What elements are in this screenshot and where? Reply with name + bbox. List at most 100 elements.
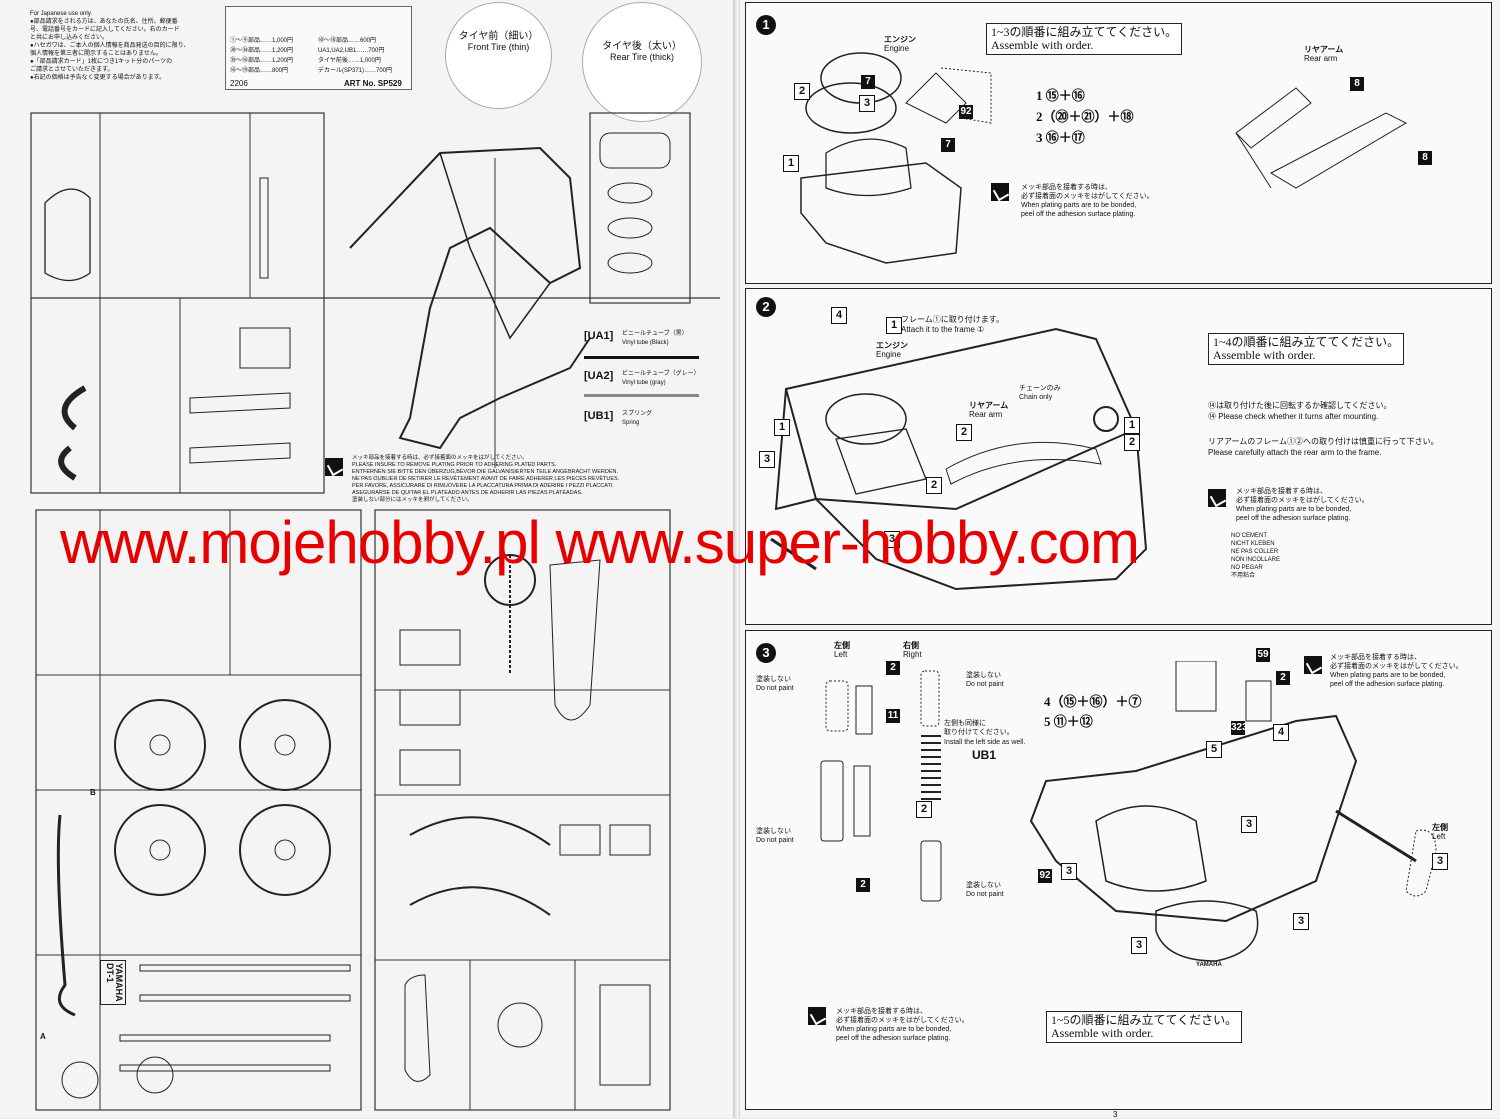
step2-chain-jp: チェーンのみ: [1019, 385, 1061, 392]
step3-no-paint-jp-3: 塗装しない: [756, 828, 791, 835]
step1-ref-8a: 8: [1350, 77, 1364, 91]
price-list-left-1: ①～⑨部品……1,000円: [230, 38, 294, 44]
step3-sub-2: 2: [916, 801, 932, 818]
step1-engine-jp: エンジン: [884, 35, 916, 44]
step1-sub-2: 2: [794, 83, 810, 100]
step3-panel: 3 左側 Left 右側 Right 塗装しない Do not paint 塗装…: [745, 630, 1492, 1110]
step1-formula-2: 2（⑳＋㉑）＋⑱: [1036, 109, 1134, 124]
step1-order-jp: 1~3の順番に組み立ててください。: [991, 25, 1178, 39]
step2-drawing: [770, 327, 1148, 591]
step1-ref-92: 92: [959, 105, 973, 119]
step2-sub-1b: 1: [774, 419, 790, 436]
step3-ref-2b: 2: [856, 878, 870, 892]
step1-plating-icon: [991, 183, 1009, 201]
tube-ua2-code: [UA2]: [584, 370, 614, 382]
step2-note1-jp: ⑭は取り付けた後に回転するか確認してください。: [1208, 401, 1392, 410]
step3-sub-3d: 3: [1131, 937, 1147, 954]
tube-ua1-jp: ビニールチューブ（黒）: [622, 331, 688, 337]
step2-plating-icon: [1208, 489, 1226, 507]
step3-formula-5: 5 ⑪＋⑫: [1044, 714, 1093, 729]
step1-sub-3: 3: [859, 95, 875, 112]
step3-order-box: 1~5の順番に組み立ててください。 Assemble with order.: [1046, 1011, 1243, 1043]
step3-sub-5: 5: [1206, 741, 1222, 758]
step2-note2-en: Please carefully attach the rear arm to …: [1208, 448, 1382, 457]
tank-decal-text: YAMAHA DT-1: [100, 960, 126, 1005]
step3-no-paint-jp-4: 塗装しない: [966, 882, 1001, 889]
step2-panel: 2 フレーム①に取り付けます。 Attach it to the frame ①…: [745, 288, 1492, 625]
step2-number: 2: [756, 297, 776, 317]
step1-ref-7a: 7: [861, 75, 875, 89]
step1-ref-8b: 8: [1418, 151, 1432, 165]
step2-sub-1a: 1: [886, 317, 902, 334]
step1-engine-en: Engine: [884, 44, 909, 53]
step1-sub-1: 1: [783, 155, 799, 172]
step2-note1-en: ⑭ Please check whether it turns after mo…: [1208, 412, 1379, 421]
step1-panel: 1 エンジン Engine 1~3の順番に組み立ててください。 Assemble…: [745, 2, 1492, 284]
tube-ua2-en: Vinyl tube (gray): [622, 380, 666, 386]
step3-sub-3b: 3: [1061, 863, 1077, 880]
step1-plating-note: メッキ部品を接着する時は、 必ず接着面のメッキをはがしてください。 When p…: [1021, 184, 1154, 218]
sprue-sheet-2: [35, 509, 671, 1111]
tube-ua1-code: [UA1]: [584, 330, 614, 342]
step2-sub-3a: 3: [759, 451, 775, 468]
step3-right-en: Right: [903, 650, 922, 659]
japanese-notice: For Japanese use only. ●部品請求をされる方は、あなたの氏…: [30, 11, 190, 81]
front-tire-jp: タイヤ前（細い）: [458, 31, 539, 42]
step3-sub-3c: 3: [1293, 913, 1309, 930]
step3-order-jp: 1~5の順番に組み立ててください。: [1051, 1013, 1238, 1027]
right-page: 1 エンジン Engine 1~3の順番に組み立ててください。 Assemble…: [740, 0, 1500, 1119]
tube-ub1-en: Spring: [622, 420, 640, 426]
front-tire-en: Front Tire (thin): [467, 42, 530, 52]
step1-drawing: [800, 52, 1408, 264]
step3-no-paint-jp-2: 塗装しない: [966, 672, 1001, 679]
rear-tire-en: Rear Tire (thick): [609, 52, 674, 62]
runner-label-b: B: [90, 788, 96, 797]
step1-number: 1: [756, 15, 776, 35]
step2-rear-arm-en: Rear arm: [969, 410, 1003, 419]
step3-no-paint-en-1: Do not paint: [756, 685, 794, 692]
step2-sub-1c: 1: [1124, 417, 1140, 434]
step3-install-left-jp: 左側も同様に 取り付けてください。: [944, 720, 1014, 736]
step2-plating-note: メッキ部品を接着する時は、 必ず接着面のメッキをはがしてください。 When p…: [1236, 488, 1369, 522]
step3-no-paint-en-2: Do not paint: [966, 681, 1004, 688]
step3-order-en: Assemble with order.: [1051, 1026, 1154, 1040]
step2-engine-jp: エンジン: [876, 341, 908, 350]
price-list-right-4: デカール(SP371)……700円: [318, 68, 393, 74]
step3-no-paint-en-3: Do not paint: [756, 837, 794, 844]
step3-plating-icon-top: [1304, 656, 1322, 674]
step3-ref-92: 92: [1038, 869, 1052, 883]
step3-sub-3e: 3: [1432, 853, 1448, 870]
step1-ref-7b: 7: [941, 138, 955, 152]
tube-ua1-line: [584, 356, 699, 359]
step3-right-jp: 右側: [903, 641, 919, 650]
step3-no-paint-en-4: Do not paint: [966, 891, 1004, 898]
step3-plating-note-bottom: メッキ部品を接着する時は、 必ず接着面のメッキをはがしてください。 When p…: [836, 1008, 969, 1042]
price-list-left-3: ㉟～⑯部品……1,200円: [230, 58, 294, 64]
step2-sub-2b: 2: [926, 477, 942, 494]
step3-drawing: [820, 661, 1437, 962]
price-list-card: ①～⑨部品……1,000円 ⑳～㉞部品……1,200円 ㉟～⑯部品……1,200…: [225, 6, 412, 90]
step2-chain-en: Chain only: [1019, 394, 1053, 401]
step3-plating-note-top: メッキ部品を接着する時は、 必ず接着面のメッキをはがしてください。 When p…: [1330, 654, 1463, 688]
plating-warning-icon: [325, 458, 343, 476]
step3-no-paint-jp-1: 塗装しない: [756, 676, 791, 683]
step3-ref-323: 323: [1231, 721, 1248, 735]
step3-sub-4: 4: [1273, 724, 1289, 741]
step3-left-side-jp: 左側: [1432, 823, 1448, 832]
tube-ub1-jp: スプリング: [622, 411, 653, 417]
step3-ref-2a: 2: [886, 661, 900, 675]
rear-tire-circle: タイヤ後（太い） Rear Tire (thick): [582, 2, 702, 122]
step3-number: 3: [756, 643, 776, 663]
tube-ua2-jp: ビニールチューブ（グレー）: [622, 371, 700, 377]
plating-warning-text: メッキ部品を接着する時は、必ず接着面のメッキをはがしてください。 PLEASE …: [352, 455, 620, 503]
step2-no-glue: NO CEMENT NICHT KLEBEN NE PAS COLLER NON…: [1231, 533, 1281, 579]
sprue-sheet-1: [30, 112, 720, 494]
price-list-right-1: ⑩～⑱部品……600円: [318, 38, 377, 44]
price-list-left-2: ⑳～㉞部品……1,200円: [230, 48, 294, 54]
step2-sub-4: 4: [831, 307, 847, 324]
step3-left-side-en: Left: [1432, 832, 1446, 841]
step1-rear-arm-jp: リヤアーム: [1304, 45, 1344, 54]
price-list-left-4: ⑯～⑲部品……800円: [230, 68, 289, 74]
step2-order-jp: 1~4の順番に組み立ててください。: [1213, 335, 1400, 349]
step1-order-en: Assemble with order.: [991, 38, 1094, 52]
